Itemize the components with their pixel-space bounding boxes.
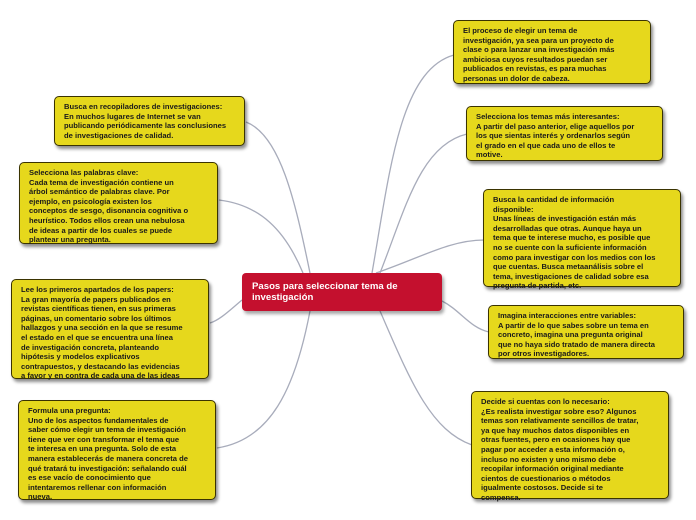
topic-text: Imagina interacciones entre variables: A… [498, 311, 655, 359]
link-r2 [379, 133, 468, 274]
topic-node-interacciones[interactable]: Imagina interacciones entre variables: A… [488, 305, 684, 359]
topic-node-cantidad-informacion[interactable]: Busca la cantidad de información disponi… [483, 189, 681, 290]
topic-node-papers[interactable]: Lee los primeros apartados de los papers… [11, 279, 209, 381]
central-topic[interactable]: Pasos para seleccionar tema de investiga… [242, 273, 442, 311]
link-r3 [375, 239, 485, 274]
topic-node-selecciona-temas[interactable]: Selecciona los temas más interesantes: A… [466, 106, 663, 161]
link-r1 [371, 54, 455, 274]
link-l1 [245, 121, 311, 274]
topic-node-recopiladores[interactable]: Busca en recopiladores de investigacione… [54, 96, 245, 146]
link-l4 [216, 310, 311, 449]
link-l3 [209, 299, 243, 324]
topic-node-decide[interactable]: Decide si cuentas con lo necesario: ¿Es … [471, 391, 669, 502]
link-r4 [441, 300, 490, 333]
topic-text: Selecciona las palabras clave: Cada tema… [29, 168, 189, 245]
topic-text: Decide si cuentas con lo necesario: ¿Es … [481, 397, 639, 502]
topic-text: Selecciona los temas más interesantes: A… [476, 112, 635, 160]
topic-node-proceso[interactable]: El proceso de elegir un tema de investig… [453, 20, 651, 84]
topic-text: El proceso de elegir un tema de investig… [463, 26, 615, 83]
topic-text: Formula una pregunta: Uno de los aspecto… [28, 406, 188, 502]
topic-text: Busca la cantidad de información disponi… [493, 195, 656, 291]
topic-node-pregunta[interactable]: Formula una pregunta: Uno de los aspecto… [18, 400, 216, 502]
topic-node-palabras-clave[interactable]: Selecciona las palabras clave: Cada tema… [19, 162, 218, 244]
central-topic-title: Pasos para seleccionar tema de investiga… [252, 281, 398, 303]
topic-text: Lee los primeros apartados de los papers… [21, 285, 183, 381]
topic-text: Busca en recopiladores de investigacione… [64, 102, 227, 140]
link-r5 [379, 310, 473, 446]
link-l2 [218, 199, 304, 274]
